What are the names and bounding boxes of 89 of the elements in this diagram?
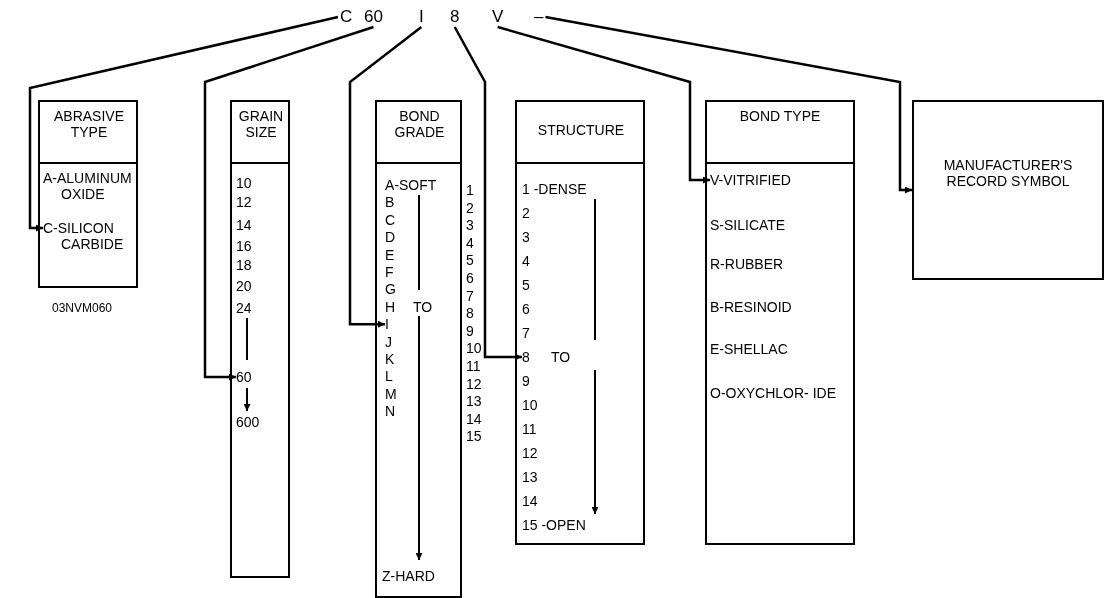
column-heading: BOND TYPE	[738, 108, 822, 124]
column-heading: STRUCTURE	[536, 122, 626, 138]
code-entry: M	[385, 385, 397, 402]
code-entry: K	[385, 351, 395, 367]
code-column-box	[515, 100, 645, 545]
code-column-box	[912, 100, 1104, 280]
code-entry: I	[385, 316, 389, 333]
code-entry: 6	[522, 301, 530, 317]
code-entry: TO	[551, 349, 571, 365]
code-entry: MANUFACTURER'S RECORD SYMBOL	[942, 157, 1074, 189]
code-entry: 11	[522, 421, 537, 437]
code-entry: G	[385, 281, 396, 298]
column-heading: ABRASIVE TYPE	[53, 108, 125, 140]
grade-number: 4	[466, 234, 474, 251]
arrow	[348, 26, 423, 328]
code-entry: 60	[236, 369, 252, 385]
code-entry: 1 -DENSE	[522, 181, 587, 197]
grade-number: 15	[466, 428, 482, 445]
figure-number: 03NVM060	[52, 300, 113, 316]
code-entry: V-VITRIFIED	[710, 172, 791, 188]
code-entry: 14	[236, 217, 252, 233]
code-entry: 2	[522, 205, 530, 221]
grade-number: 11	[466, 358, 481, 374]
code-entry: J	[385, 333, 392, 350]
code-entry: 20	[236, 278, 252, 294]
arrow	[545, 15, 912, 194]
code-entry: A-SOFT	[385, 177, 437, 193]
code-character: –	[534, 8, 544, 26]
arrow	[453, 26, 522, 361]
grade-number: 3	[466, 217, 474, 234]
code-entry: Z-HARD	[382, 568, 435, 584]
code-entry: 4	[522, 253, 530, 269]
code-entry: C-SILICON CARBIDE	[43, 220, 137, 252]
grade-number: 12	[466, 375, 482, 392]
grade-number: 13	[466, 393, 482, 410]
code-entry: 12	[522, 445, 538, 461]
code-character: 8	[450, 8, 460, 26]
code-entry: 9	[522, 373, 530, 389]
grade-number: 10	[466, 340, 482, 357]
code-entry: 24	[236, 300, 252, 316]
code-entry: 7	[522, 325, 530, 341]
code-column-box	[38, 100, 138, 288]
code-entry: R-RUBBER	[710, 256, 784, 272]
code-entry: 14	[522, 493, 538, 509]
code-entry: 10	[236, 175, 252, 191]
grade-number: 8	[466, 305, 474, 322]
code-entry: S-SILICATE	[710, 217, 786, 233]
grade-number: 6	[466, 270, 474, 286]
code-character: V	[492, 8, 504, 26]
code-entry: O-OXYCHLOR- IDE	[710, 385, 837, 401]
code-entry: 3	[522, 229, 530, 245]
code-entry: 12	[236, 194, 252, 210]
grade-number: 14	[466, 410, 482, 427]
code-entry: 18	[236, 257, 252, 273]
code-entry: B	[385, 194, 395, 211]
code-entry: L	[385, 368, 393, 385]
code-character: 60	[364, 8, 383, 26]
code-entry: 600	[236, 414, 260, 430]
code-entry: H	[385, 298, 396, 315]
code-entry: 10	[522, 397, 538, 413]
code-column-box	[230, 100, 290, 578]
code-entry: E	[385, 246, 395, 263]
grade-number: 1	[466, 182, 474, 198]
code-entry: A-ALUMINUM OXIDE	[43, 170, 133, 202]
code-column-box	[705, 100, 855, 545]
code-character: I	[419, 8, 424, 26]
code-entry: 5	[522, 277, 530, 293]
code-character: C	[340, 8, 353, 26]
code-entry: TO	[413, 298, 433, 315]
grade-number: 7	[466, 287, 474, 304]
code-entry: B-RESINOID	[710, 299, 792, 315]
grade-number: 5	[466, 252, 474, 269]
code-entry: 15 -OPEN	[522, 517, 586, 533]
arrow	[497, 25, 710, 184]
grade-number: 9	[466, 322, 474, 339]
code-entry: D	[385, 229, 396, 246]
arrow	[28, 15, 339, 232]
code-entry: E-SHELLAC	[710, 341, 788, 357]
code-entry: 16	[236, 238, 252, 254]
code-entry: 8	[522, 349, 530, 365]
arrow	[203, 25, 374, 381]
column-heading: BOND GRADE	[393, 108, 446, 140]
code-entry: N	[385, 403, 396, 420]
grade-number: 2	[466, 199, 474, 216]
code-entry: 13	[522, 469, 538, 485]
code-entry: C	[385, 211, 396, 228]
code-entry: F	[385, 264, 394, 280]
code-column-box	[375, 100, 462, 598]
column-heading: GRAIN SIZE	[237, 108, 285, 140]
